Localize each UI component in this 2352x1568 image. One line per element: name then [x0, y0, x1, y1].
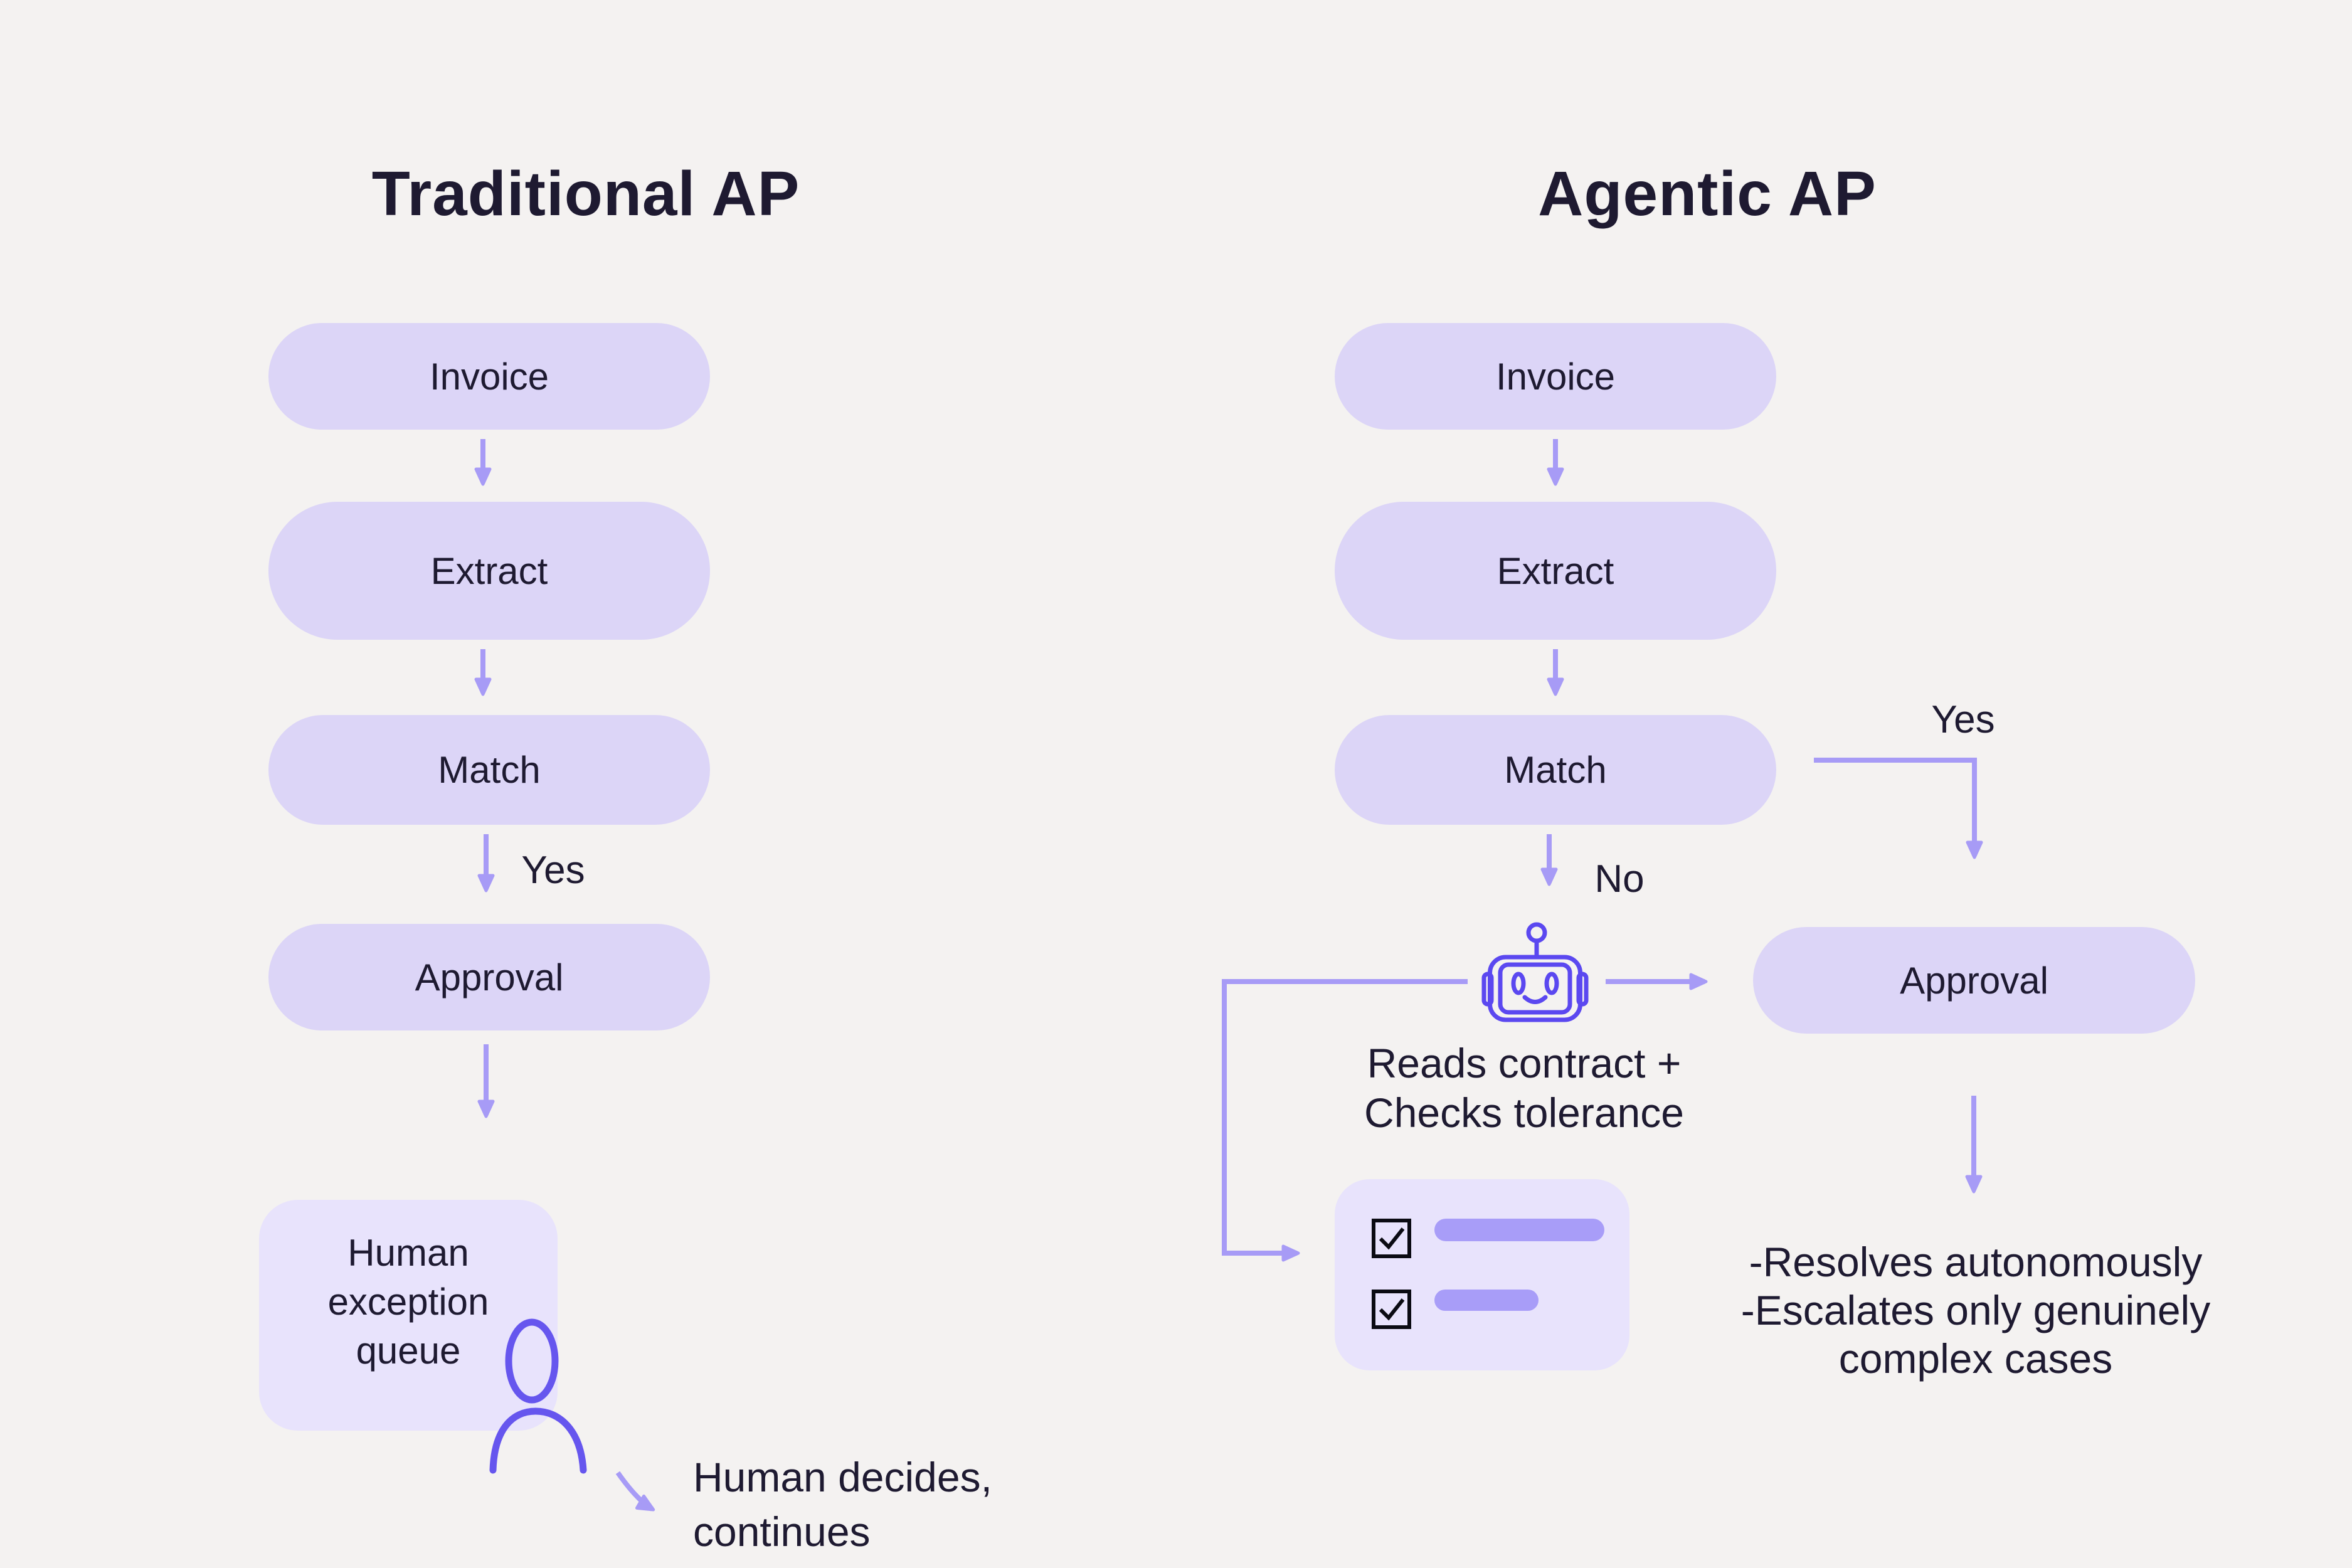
agent-caption: Reads contract + Checks tolerance [1364, 1040, 1684, 1136]
node-extract-right: Extract [1335, 502, 1776, 640]
title-agentic: Agentic AP [1538, 159, 1877, 229]
human-note: Human decides, continues [693, 1454, 992, 1555]
connector-person-note-left [615, 1471, 655, 1512]
label-yes-right: Yes [1931, 698, 1995, 741]
checkbox-checked-icon-2 [1372, 1290, 1411, 1329]
node-approval-right: Approval [1753, 927, 2195, 1034]
node-approval-left: Approval [268, 924, 710, 1030]
exception-queue-label: Human exception queue [327, 1232, 489, 1372]
robot-icon [1481, 922, 1589, 1022]
checklist-bar-2 [1434, 1290, 1539, 1311]
node-match-left: Match [268, 715, 710, 825]
panel-checklist [1335, 1179, 1629, 1370]
person-icon [489, 1318, 587, 1474]
title-traditional: Traditional AP [371, 159, 800, 229]
node-match-right: Match [1335, 715, 1776, 825]
node-invoice-left: Invoice [268, 323, 710, 430]
outcome-line-2: -Escalates only genuinely [1740, 1287, 2211, 1333]
outcome-text: -Resolves autonomously -Escalates only g… [1693, 1238, 2258, 1383]
checklist-bar-1 [1434, 1219, 1604, 1241]
node-extract-left: Extract [268, 502, 710, 640]
checkbox-checked-icon-1 [1372, 1219, 1411, 1258]
outcome-line-3: complex cases [1838, 1335, 2113, 1382]
connector-robot-checklist [1222, 979, 1468, 1262]
connector-match-approval-yes [1814, 758, 1983, 859]
node-invoice-right: Invoice [1335, 323, 1776, 430]
panel-exception-queue: Human exception queue [259, 1200, 558, 1431]
label-yes-left: Yes [521, 849, 585, 892]
outcome-line-1: -Resolves autonomously [1749, 1239, 2203, 1285]
label-no-right: No [1594, 857, 1645, 901]
